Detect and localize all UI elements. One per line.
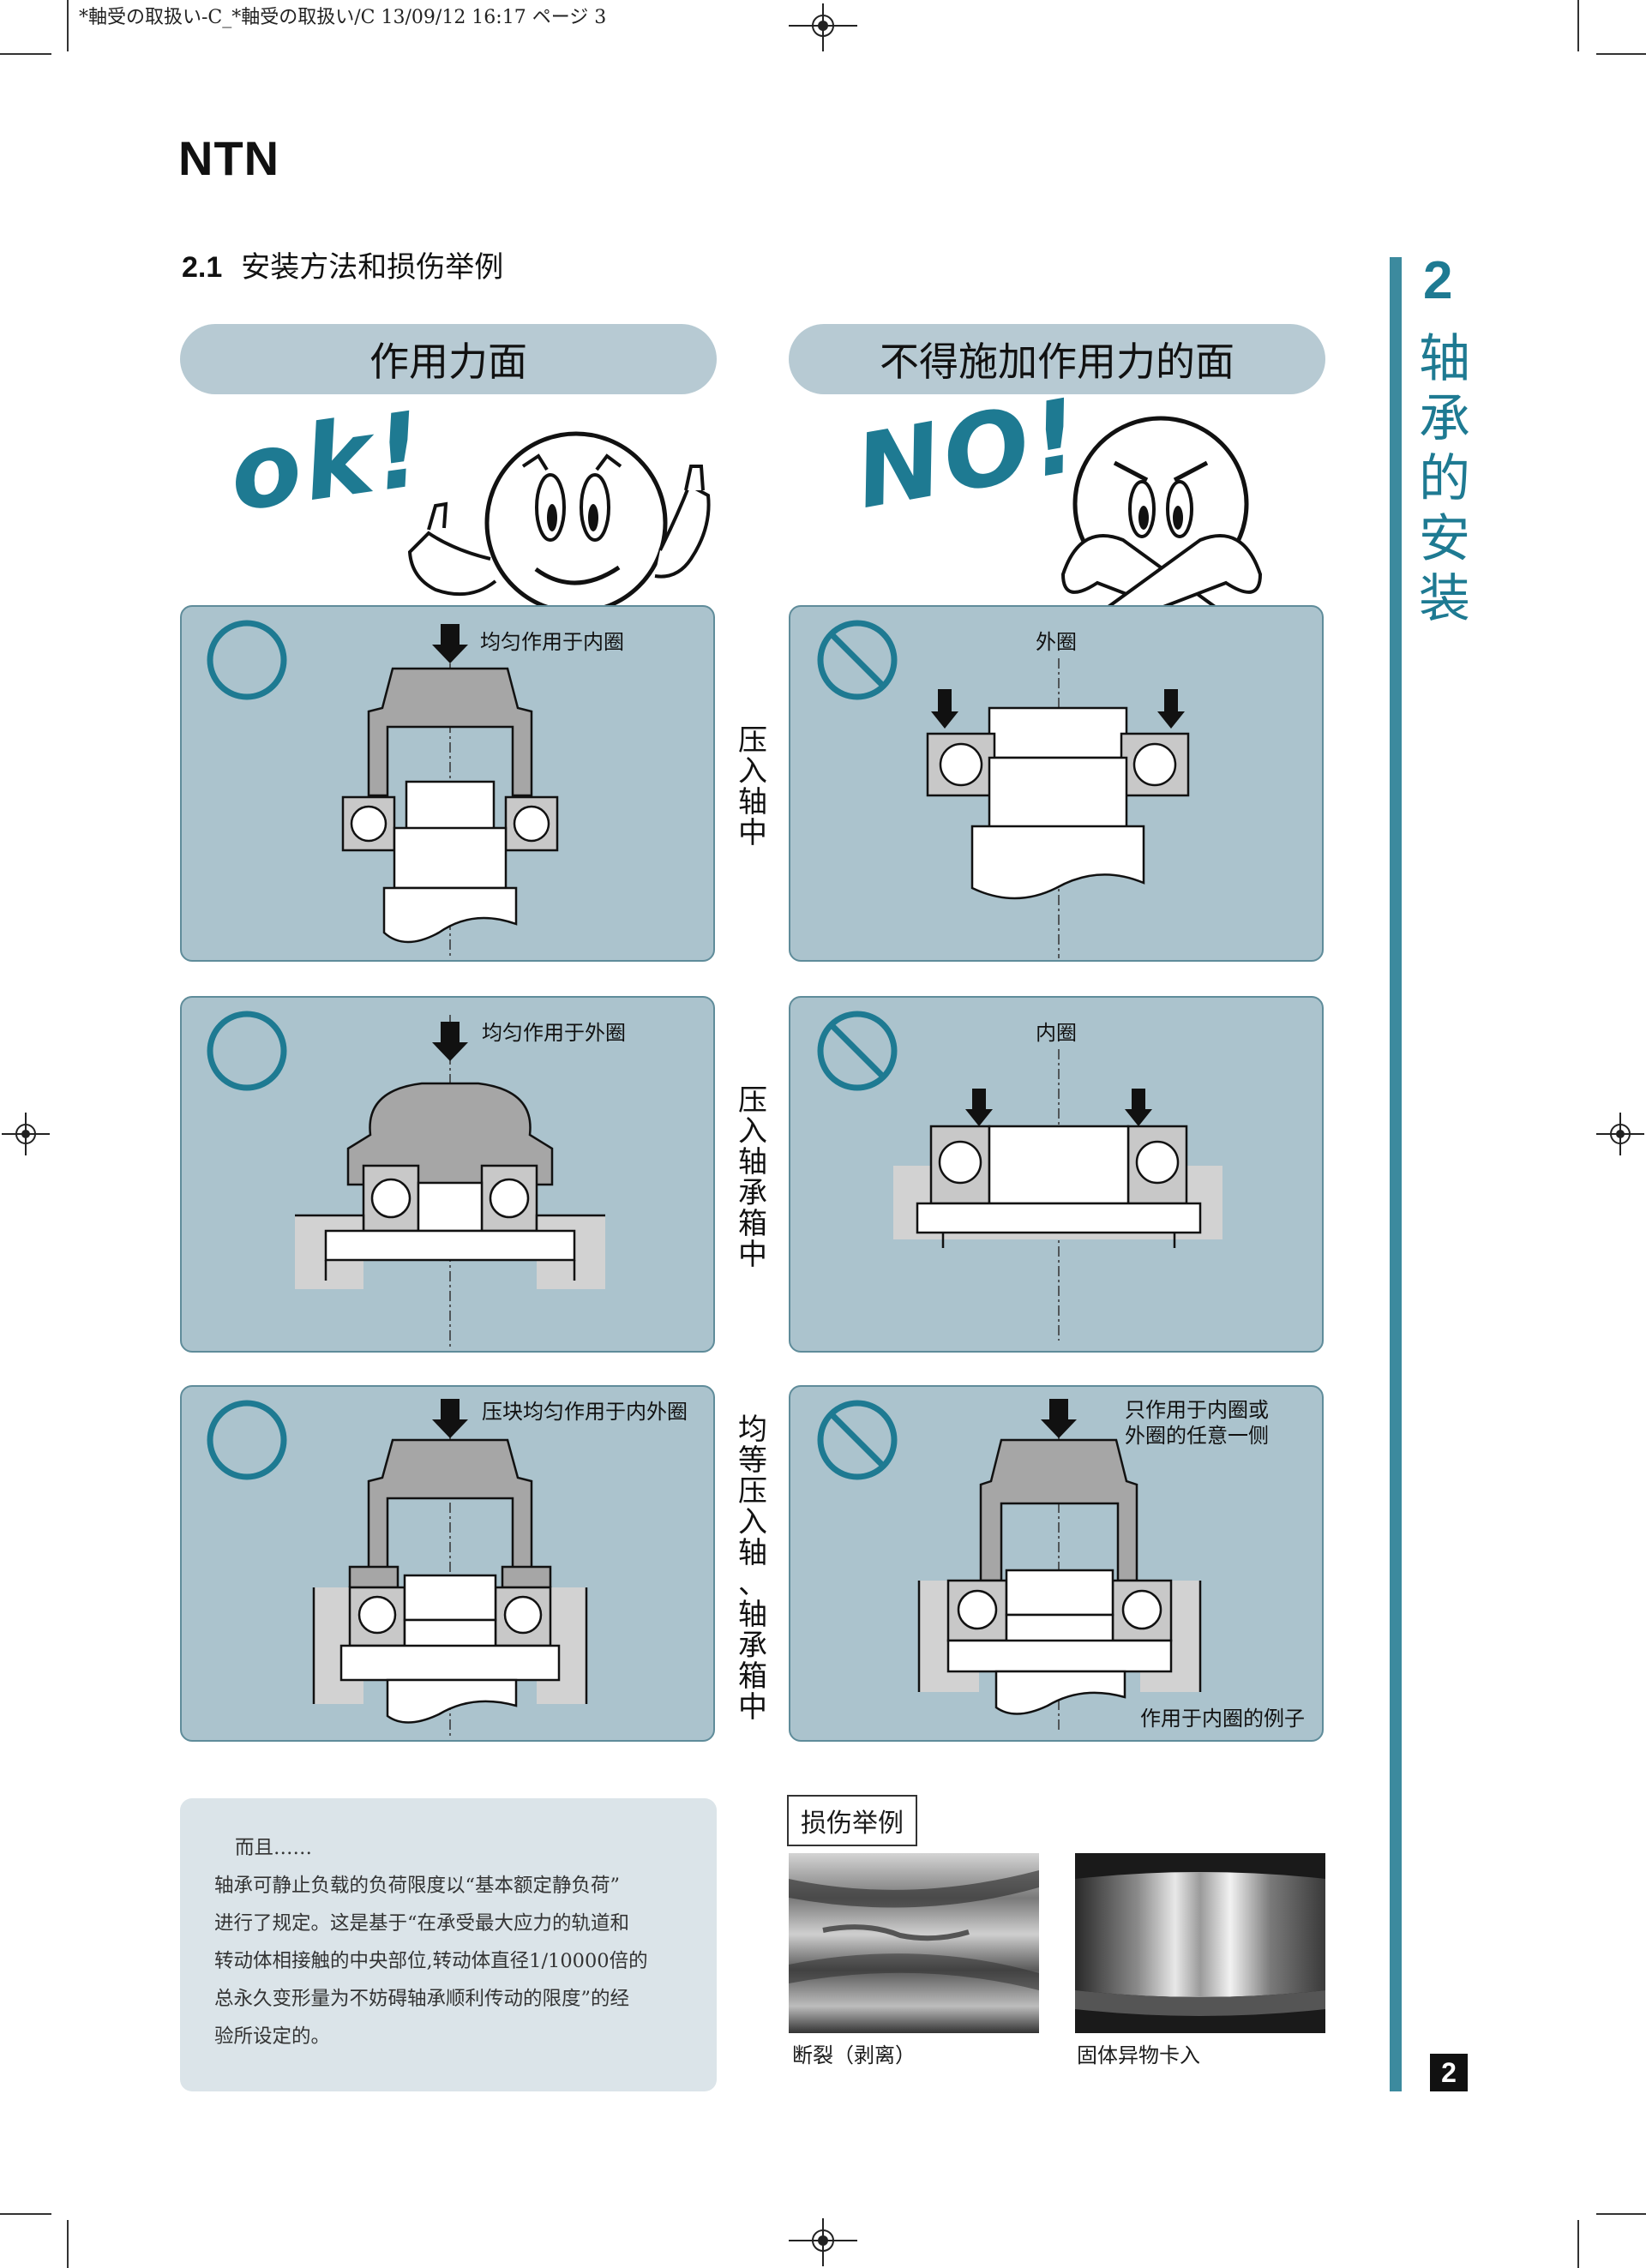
row2-title-char: 箱 [738,1207,767,1241]
print-header: *軸受の取扱い-C_*軸受の取扱い/C 13/09/12 16:17 ページ 3 [79,7,607,28]
row3-title-char: 入 [738,1505,767,1539]
damage-title: 损伤举例 [787,1795,917,1846]
row1-ng-label: 外圈 [1036,630,1077,654]
row1-ok-label: 均匀作用于内圈 [480,630,624,654]
ok-circle-icon [207,620,287,700]
chapter-title-char: 轴 [1419,329,1470,389]
note-line: 验所设定的。 [214,2025,331,2048]
note-box: 而且…… 轴承可静止负载的负荷限度以“基本额定静负荷” 进行了规定。这是基于“在… [180,1798,717,2091]
damage-photo-indentation [1075,1853,1325,2033]
row1-title-vertical: 压 入 轴 中 [736,725,770,849]
ok-mascot-icon [407,431,711,615]
row2-ng-diagram [817,1011,1222,1341]
ng-column-header: 不得施加作用力的面 [789,324,1325,394]
row3-title-char: 轴 [738,1536,767,1570]
row3-title-vertical: 均 等 压 入 轴 、 轴 承 箱 中 [736,1414,770,1723]
chapter-sidebar-bar [1390,257,1402,2091]
damage-caption-flaking: 断裂（剥离） [792,2043,916,2067]
registration-mark-right [1596,1113,1644,1155]
note-line: 进行了规定。这是基于“在承受最大应力的轨道和 [214,1912,630,1935]
row1-title-char: 轴 [738,785,767,819]
damage-photo-flaking [789,1853,1039,2033]
note-line: 总永久变形量为不妨碍轴承顺利传动的限度”的经 [214,1988,630,2010]
note-line: 而且…… [235,1837,313,1859]
registration-mark-bottom [789,2218,857,2266]
ok-column-header: 作用力面 [180,324,717,394]
row3-title-char: 压 [738,1474,767,1509]
row2-title-char: 压 [738,1083,767,1118]
row3-ok-panel: 压块均匀作用于内外圈 [180,1385,715,1742]
row2-ng-panel: 内圈 [789,996,1324,1353]
row2-title-char: 承 [738,1176,767,1210]
brand-logo: NTN [178,131,280,185]
row3-title-char: 均 [738,1413,767,1447]
row3-ng-panel: 只作用于内圈或 外圈的任意一侧 作用于内圈的例子 [789,1385,1324,1742]
damage-caption-indentation: 固体异物卡入 [1077,2043,1200,2067]
row1-ng-diagram [817,620,1190,958]
section-title-text: 安装方法和损伤举例 [241,250,504,285]
chapter-title-char: 承 [1419,389,1470,449]
row3-ng-caption: 作用于内圈的例子 [1140,1707,1305,1731]
row1-ng-panel: 外圈 [789,605,1324,962]
chapter-title-char: 装 [1419,569,1470,629]
chapter-title-vertical: 轴 承 的 安 装 [1415,329,1475,629]
row2-ng-label: 内圈 [1036,1021,1077,1045]
row2-ok-panel: 均匀作用于外圈 [180,996,715,1353]
row1-ok-diagram [207,620,559,958]
page-number-badge: 2 [1430,2054,1468,2091]
row3-ng-label-line2: 外圈的任意一侧 [1125,1424,1269,1448]
row2-title-char: 入 [738,1114,767,1149]
row1-title-char: 入 [738,754,767,789]
chapter-title-char: 的 [1419,449,1470,509]
row3-title-char: 轴 [738,1598,767,1632]
section-number: 2.1 [182,251,223,284]
row3-title-char: 、 [738,1567,767,1601]
row1-title-char: 压 [738,723,767,758]
chapter-title-char: 安 [1419,509,1470,569]
ng-mascot-icon [1060,416,1263,625]
row2-title-vertical: 压 入 轴 承 箱 中 [736,1085,770,1270]
row2-ok-label: 均匀作用于外圈 [482,1021,626,1045]
row3-title-char: 等 [738,1443,767,1478]
prohibited-icon [829,632,886,688]
note-line: 转动体相接触的中央部位,转动体直径1/10000倍的 [214,1950,648,1972]
row3-title-char: 箱 [738,1659,767,1694]
row2-title-char: 中 [738,1238,767,1272]
row1-ok-panel: 均匀作用于内圈 [180,605,715,962]
row3-title-char: 中 [738,1690,767,1725]
section-title: 2.1 安装方法和损伤举例 [182,243,503,285]
row3-title-char: 承 [738,1629,767,1663]
row2-ok-diagram [207,1011,605,1349]
registration-mark-top [789,3,857,51]
row3-ng-diagram [817,1399,1202,1730]
row2-title-char: 轴 [738,1145,767,1179]
chapter-number: 2 [1423,251,1453,310]
row3-ok-diagram [207,1399,588,1738]
registration-mark-left [2,1113,50,1155]
row3-ok-label: 压块均匀作用于内外圈 [482,1400,688,1424]
row1-title-char: 中 [738,816,767,850]
note-line: 轴承可静止负载的负荷限度以“基本额定静负荷” [214,1875,621,1897]
row3-ng-label-line1: 只作用于内圈或 [1125,1398,1269,1422]
